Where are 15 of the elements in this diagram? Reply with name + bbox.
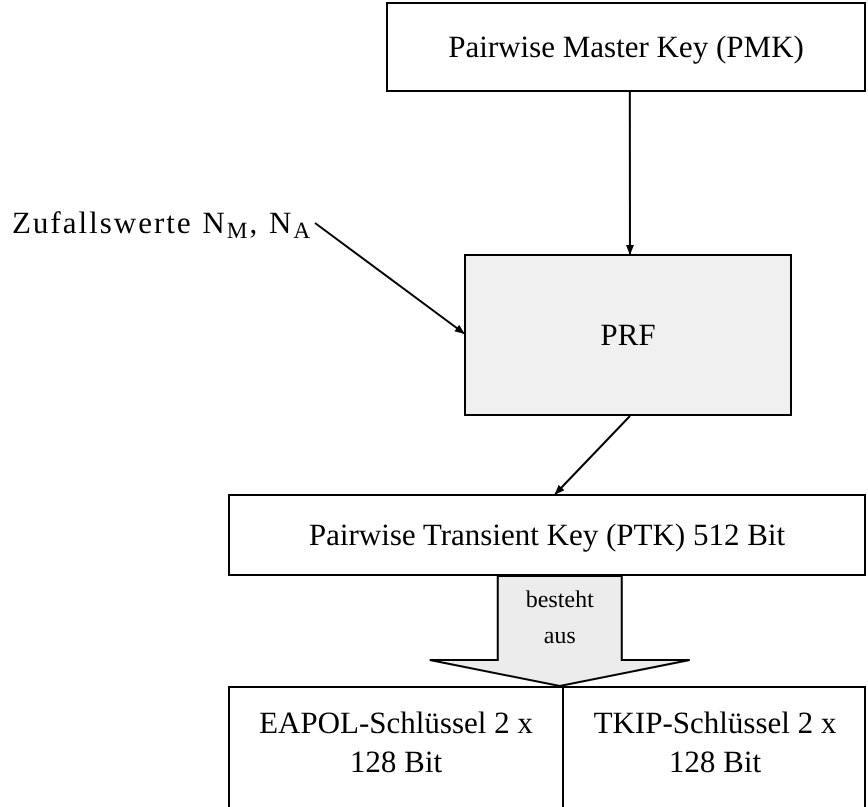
node-text: EAPOL-Schlüssel 2 x 128 Bit <box>258 704 534 781</box>
node-text: PRF <box>599 316 657 354</box>
block-arrow <box>428 575 691 688</box>
node-text: Pairwise Master Key (PMK) <box>447 28 805 66</box>
process-box <box>464 254 792 416</box>
node-text: TKIP-Schlüssel 2 x 128 Bit <box>592 704 838 781</box>
key-parts-box <box>228 686 866 807</box>
arrow <box>554 415 631 495</box>
node-text: Zufallswerte N$_{M}$, N$_{A}$ <box>12 204 312 242</box>
key-box <box>228 494 866 576</box>
arrow <box>314 222 465 334</box>
arrow <box>626 92 634 255</box>
key-box <box>386 2 866 92</box>
node-text: Pairwise Transient Key (PTK) 512 Bit <box>308 516 786 554</box>
edge-label: besteht aus <box>524 586 595 651</box>
